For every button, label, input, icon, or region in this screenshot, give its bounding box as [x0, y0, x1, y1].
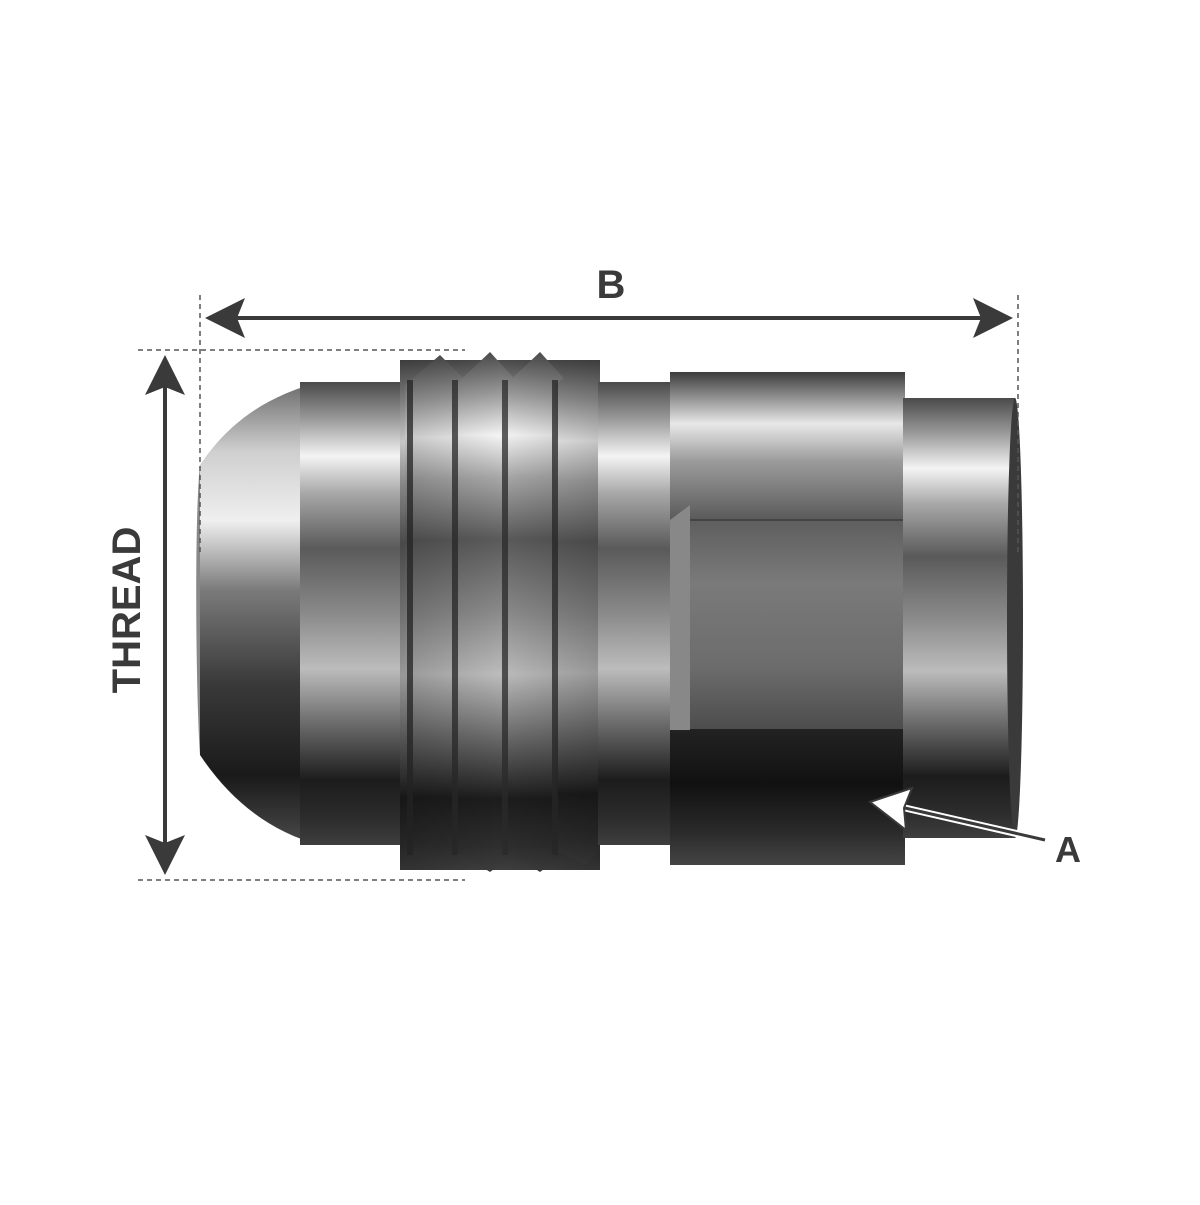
- dimension-b: B: [199, 263, 1019, 555]
- dimension-thread: THREAD: [105, 349, 465, 881]
- a-arrowhead: [867, 786, 914, 833]
- hex-middle-face: [670, 520, 905, 730]
- a-leader-line-outline: [904, 806, 1046, 842]
- tail-end-face: [1007, 398, 1023, 838]
- callout-a: A: [867, 786, 1081, 870]
- neck: [598, 382, 673, 845]
- nose-collar: [300, 382, 400, 845]
- thread-arrow-top: [145, 355, 185, 395]
- a-label: A: [1055, 829, 1081, 870]
- thread-label: THREAD: [105, 527, 149, 694]
- b-arrow-left: [205, 298, 245, 338]
- tail-cylinder: [903, 398, 1015, 838]
- thread-arrow-bottom: [145, 835, 185, 875]
- hex-chamfer-left: [670, 505, 690, 745]
- hex-bottom-face: [670, 730, 905, 865]
- thread-shading: [400, 360, 600, 870]
- b-arrow-right: [973, 298, 1013, 338]
- b-label: B: [597, 263, 626, 307]
- hex-top-face: [670, 372, 905, 520]
- nose-face: [196, 465, 200, 755]
- fitting-body: [196, 352, 1023, 872]
